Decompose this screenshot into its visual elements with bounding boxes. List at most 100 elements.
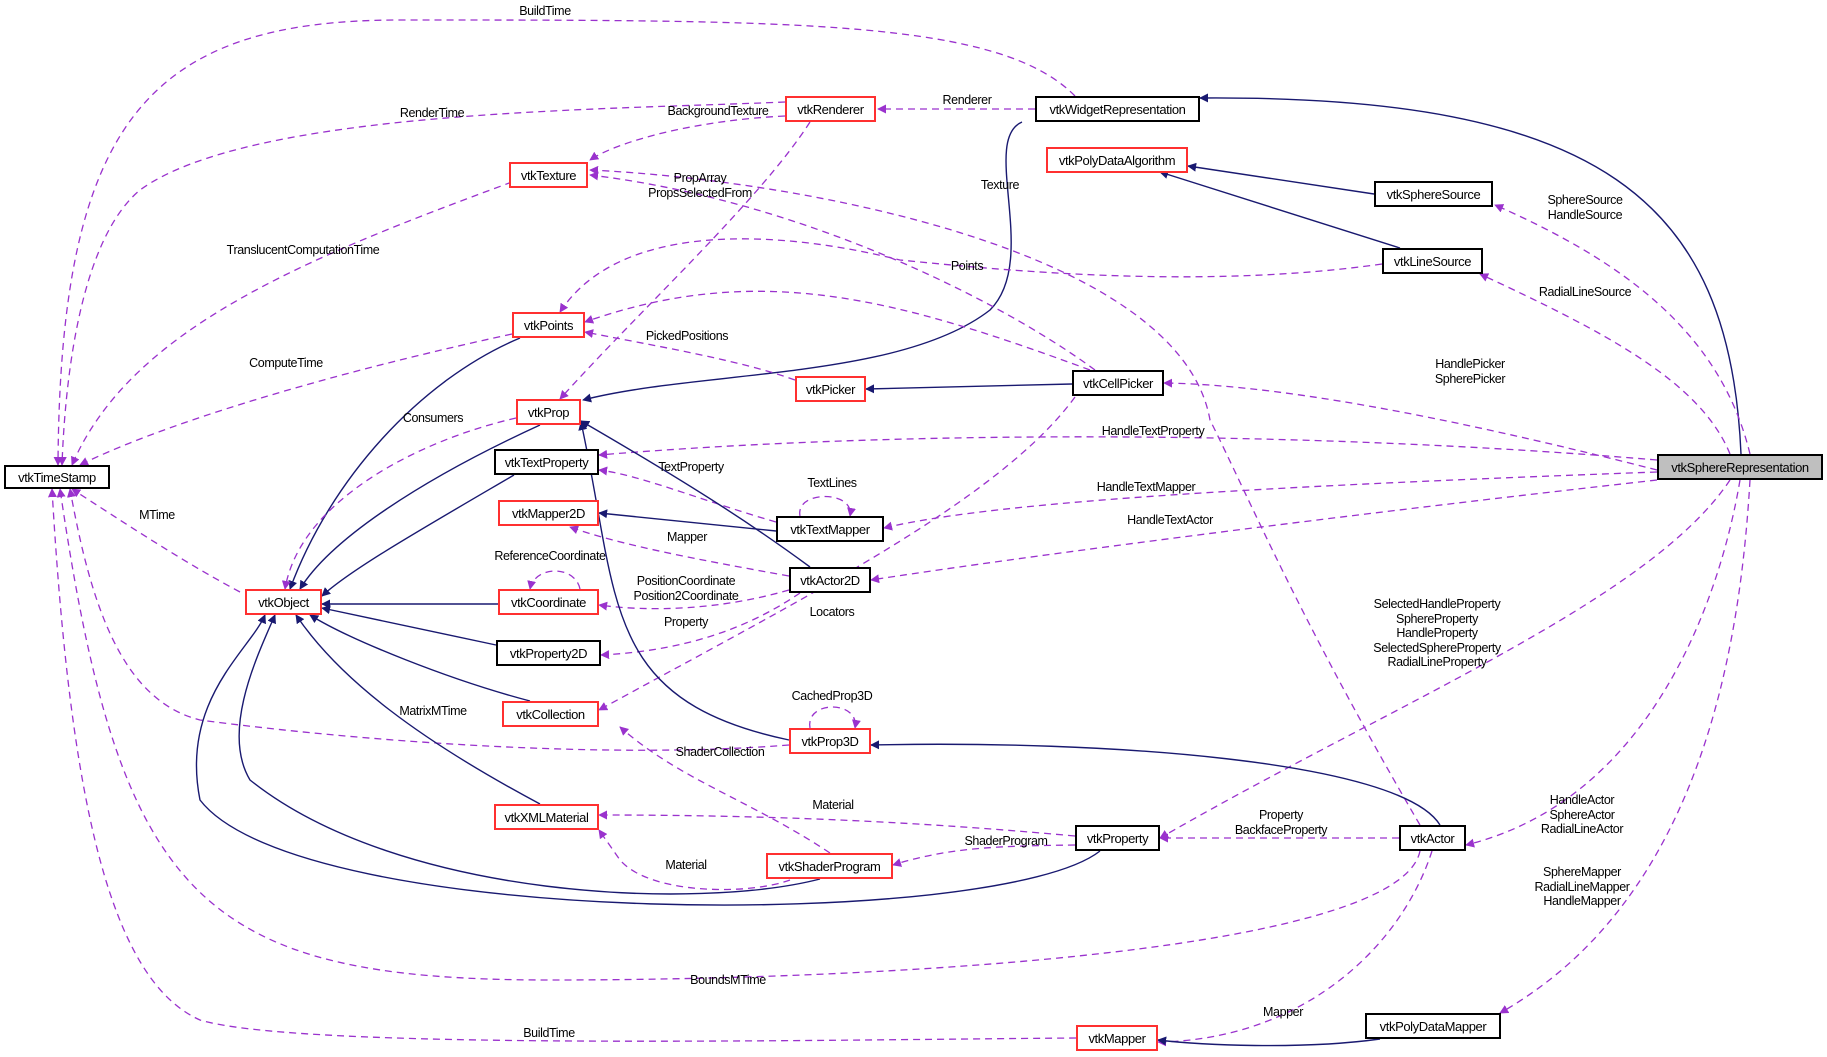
class-node-vtkActor2D[interactable]: vtkActor2D — [789, 567, 871, 593]
inheritance-edge-vtkPolyDataMapper-to-vtkMapper — [1157, 1036, 1381, 1047]
class-node-vtkXMLMaterial[interactable]: vtkXMLMaterial — [494, 804, 599, 830]
class-node-vtkSphereSource[interactable]: vtkSphereSource — [1374, 181, 1493, 207]
usage-edge-vtkSphereRepresentation-to-vtkSphereSource — [1494, 204, 1751, 455]
edge-label-line: SelectedSphereProperty — [1373, 640, 1501, 655]
usage-edge-vtkSphereRepresentation-to-vtkProperty — [1159, 479, 1731, 839]
usage-edge-vtkTextMapper-to-vtkTextProperty — [598, 466, 777, 523]
class-node-vtkProperty2D[interactable]: vtkProperty2D — [496, 640, 601, 666]
edge-label-line: Mapper — [667, 530, 707, 544]
class-node-vtkPolyDataAlgorithm[interactable]: vtkPolyDataAlgorithm — [1046, 147, 1188, 173]
edge-label: TextProperty — [658, 460, 724, 475]
inheritance-edge-vtkProp3D-to-vtkProp — [578, 421, 790, 741]
edge-label: RadialLineSource — [1539, 285, 1632, 300]
class-node-vtkTexture[interactable]: vtkTexture — [509, 162, 588, 188]
usage-edge-vtkProperty-to-vtkShaderProgram — [892, 844, 1076, 867]
class-node-vtkMapper[interactable]: vtkMapper — [1076, 1025, 1158, 1051]
usage-edge-vtkWidgetRepresentation-to-vtkTimeStamp — [53, 19, 1076, 466]
class-node-vtkProperty[interactable]: vtkProperty — [1075, 825, 1160, 851]
edge-label: ShaderProgram — [964, 834, 1047, 849]
usage-edge-vtkSphereRepresentation-to-vtkPolyDataMapper — [1499, 479, 1751, 1014]
edge-label-line: HandlePicker — [1435, 357, 1505, 371]
class-node-vtkTimeStamp[interactable]: vtkTimeStamp — [4, 465, 110, 489]
edge-label: Locators — [810, 605, 855, 620]
class-node-vtkPicker[interactable]: vtkPicker — [795, 376, 866, 402]
usage-edge-vtkCoordinate-to-vtkCoordinate — [527, 570, 581, 590]
edge-label: MatrixMTime — [399, 704, 467, 719]
edge-label-line: BoundsMTime — [690, 973, 766, 987]
edge-label: BuildTime — [523, 1026, 575, 1041]
inheritance-edge-vtkActor-to-vtkProp3D — [870, 740, 1441, 826]
usage-edge-vtkActor2D-to-vtkMapper2D — [569, 525, 790, 577]
class-node-vtkWidgetRepresentation[interactable]: vtkWidgetRepresentation — [1035, 96, 1200, 122]
inheritance-edge-vtkTextMapper-to-vtkMapper2D — [598, 509, 777, 532]
edge-label-line: HandleSource — [1547, 207, 1623, 222]
edge-label: Mapper — [667, 530, 707, 545]
edge-label-line: HandleTextProperty — [1101, 424, 1205, 438]
edge-label: Renderer — [943, 93, 992, 108]
edge-label-line: Property — [1258, 808, 1304, 822]
inheritance-edge-vtkCollection-to-vtkObject — [309, 614, 531, 702]
class-node-vtkRenderer[interactable]: vtkRenderer — [785, 96, 876, 122]
edge-label-line: ShaderCollection — [675, 745, 765, 759]
class-node-vtkCollection[interactable]: vtkCollection — [502, 701, 599, 727]
usage-edge-vtkActor-to-vtkMapper — [1157, 850, 1433, 1047]
class-node-vtkPolyDataMapper[interactable]: vtkPolyDataMapper — [1365, 1013, 1501, 1039]
class-node-vtkCoordinate[interactable]: vtkCoordinate — [498, 589, 599, 615]
edge-label: BuildTime — [519, 4, 571, 19]
class-node-vtkProp[interactable]: vtkProp — [516, 399, 581, 425]
edge-label-line: PositionCoordinate — [636, 574, 736, 588]
edge-label-line: SphereSource — [1547, 193, 1623, 207]
usage-edge-vtkMapper-to-vtkTimeStamp — [47, 488, 1077, 1042]
edge-label-line: Texture — [980, 178, 1020, 192]
edge-label: TextLines — [807, 476, 857, 491]
usage-edge-vtkTextMapper-to-vtkTextMapper — [799, 496, 856, 517]
edge-label: Consumers — [403, 411, 464, 426]
class-node-vtkTextMapper[interactable]: vtkTextMapper — [776, 516, 884, 542]
class-node-vtkPoints[interactable]: vtkPoints — [512, 312, 585, 338]
class-node-vtkObject[interactable]: vtkObject — [245, 589, 322, 615]
edge-label-line: SphereActor — [1549, 807, 1615, 822]
edge-label: MTime — [139, 508, 175, 523]
inheritance-edge-vtkActor2D-to-vtkProp — [580, 420, 811, 568]
edge-label: CachedProp3D — [792, 689, 873, 704]
edge-label-line: HandleActor — [1549, 793, 1615, 807]
class-node-vtkActor[interactable]: vtkActor — [1399, 825, 1466, 851]
class-node-vtkProp3D[interactable]: vtkProp3D — [789, 728, 871, 754]
edge-label: HandleTextMapper — [1097, 480, 1196, 495]
inheritance-edge-vtkProp-to-vtkObject — [299, 424, 541, 590]
edge-label: TranslucentComputationTime — [227, 243, 380, 258]
edge-label: BackgroundTexture — [668, 104, 769, 119]
usage-edge-vtkActor2D-to-vtkCoordinate — [598, 589, 790, 611]
class-node-vtkTextProperty[interactable]: vtkTextProperty — [494, 449, 599, 475]
inheritance-edge-vtkProperty-to-vtkObject — [195, 614, 1101, 906]
class-node-vtkCellPicker[interactable]: vtkCellPicker — [1072, 370, 1164, 396]
class-node-vtkShaderProgram[interactable]: vtkShaderProgram — [766, 853, 893, 879]
edge-label: HandleTextProperty — [1102, 424, 1205, 439]
edge-label: Mapper — [1263, 1005, 1303, 1020]
inheritance-edge-vtkPoints-to-vtkObject — [288, 337, 521, 590]
edge-label-line: CachedProp3D — [791, 689, 873, 703]
edge-label: HandleTextActor — [1127, 513, 1213, 528]
usage-edge-vtkCellPicker-to-vtkCollection — [598, 396, 1076, 711]
class-node-vtkLineSource[interactable]: vtkLineSource — [1382, 248, 1483, 274]
edge-label-line: SphereProperty — [1396, 611, 1478, 626]
edge-label-line: Material — [665, 858, 707, 872]
edge-label-line: SpherePicker — [1434, 371, 1506, 386]
edge-label-line: BuildTime — [519, 4, 571, 18]
usage-edge-vtkActor-to-vtkTimeStamp — [56, 488, 1421, 981]
usage-edge-vtkSphereRepresentation-to-vtkCellPicker — [1163, 378, 1658, 471]
class-node-vtkSphereRepresentation[interactable]: vtkSphereRepresentation — [1657, 454, 1823, 480]
edge-label-line: BackfaceProperty — [1234, 822, 1328, 837]
edge-label-line: Points — [950, 259, 984, 273]
edge-label: Texture — [980, 178, 1020, 193]
usage-edge-vtkProp3D-to-vtkProp3D — [809, 706, 861, 729]
edge-label-line: Mapper — [1263, 1005, 1303, 1019]
edge-label-line: TextLines — [807, 476, 857, 490]
edge-label: Material — [665, 858, 707, 873]
class-node-vtkMapper2D[interactable]: vtkMapper2D — [498, 500, 599, 526]
usage-edge-vtkSphereRepresentation-to-vtkTextProperty — [598, 436, 1658, 461]
inheritance-edge-vtkTextProperty-to-vtkObject — [321, 474, 515, 597]
